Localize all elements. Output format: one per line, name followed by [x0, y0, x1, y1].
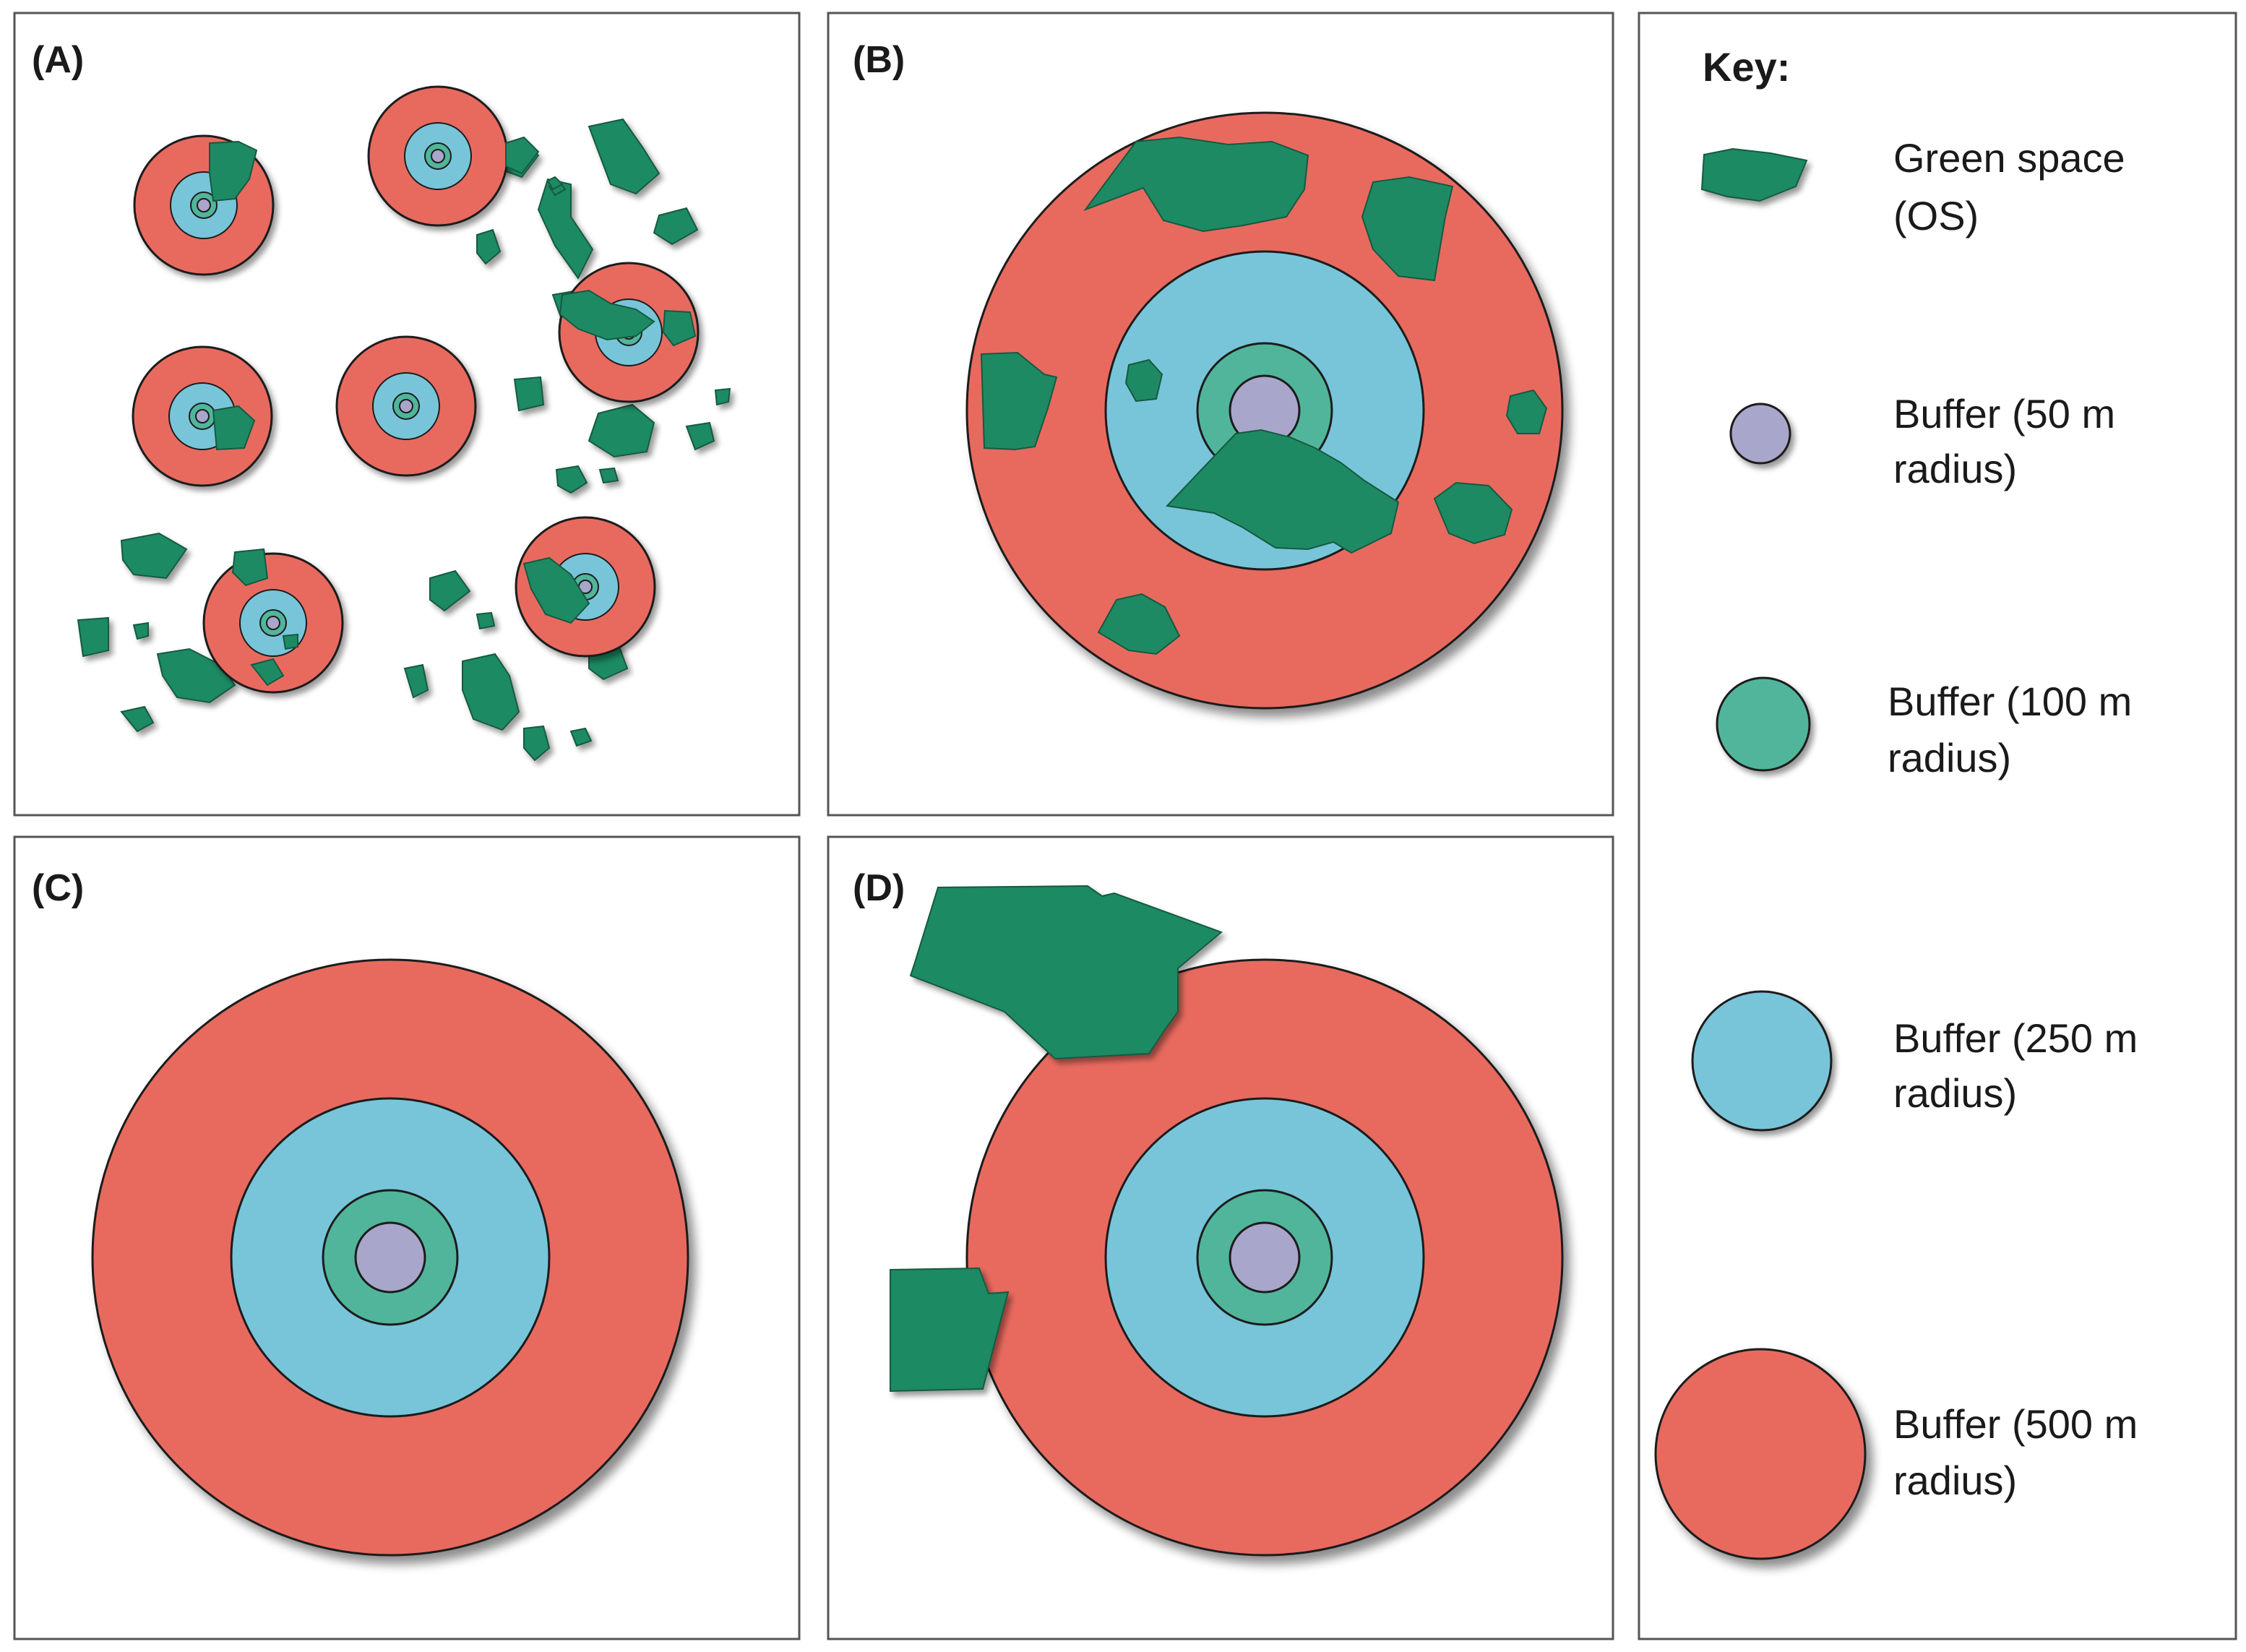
buffer-50-ring — [1229, 1221, 1301, 1294]
buffer-50-swatch-icon — [1729, 403, 1791, 465]
key-label-buffer-500: Buffer (500 m — [1893, 1401, 2138, 1447]
key-title: Key: — [1703, 44, 1790, 90]
panel-b-green-spaces — [980, 136, 1548, 655]
key-label-buffer-250: Buffer (250 m — [1893, 1015, 2138, 1061]
green-space-patch — [1433, 481, 1513, 545]
panel-d-label: (D) — [853, 867, 905, 909]
site-buffer-group — [367, 85, 509, 227]
green-space-patch — [1124, 358, 1163, 403]
key-label-green-space: Green space — [1893, 135, 2125, 181]
green-space-patch — [569, 727, 593, 747]
green-space-patch — [980, 351, 1058, 451]
green-space-patch — [662, 309, 697, 347]
green-space-patch — [588, 118, 661, 195]
buffer-50-ring — [266, 616, 280, 630]
key-item-buffer-100: Buffer (100 m radius) — [1716, 676, 2132, 780]
green-space-patch — [231, 548, 269, 587]
green-space-patch — [120, 532, 188, 580]
green-space-patch — [403, 663, 429, 699]
site-buffer-group — [202, 552, 344, 694]
green-space-swatch-icon — [1700, 147, 1808, 202]
green-space-patch — [588, 403, 655, 458]
key-panel: Key: Green space (OS) Buffer (50 m radiu… — [1638, 12, 2237, 1640]
buffer-100-swatch-icon — [1716, 676, 1811, 772]
key-label-buffer-250-2: radius) — [1893, 1070, 2017, 1116]
green-space-patch — [77, 616, 109, 658]
green-space-patch — [1165, 429, 1400, 554]
panel-a: (A) — [13, 12, 801, 817]
panel-a-green-spaces-overlap — [209, 136, 697, 687]
green-space-patch — [685, 421, 715, 451]
panel-a-buffer-groups — [132, 85, 700, 694]
green-space-patch — [429, 569, 471, 612]
panel-b: (B) — [827, 12, 1614, 817]
key-item-buffer-50: Buffer (50 m radius) — [1729, 391, 2115, 491]
key-item-green-space: Green space (OS) — [1700, 135, 2125, 238]
panel-a-label: (A) — [32, 39, 84, 81]
green-space-patch — [1083, 136, 1309, 233]
buffer-50-ring — [399, 399, 413, 413]
buffer-50-ring — [195, 409, 210, 423]
key-label-buffer-500-2: radius) — [1893, 1458, 2017, 1503]
green-space-patch — [598, 467, 619, 484]
key-label-buffer-50-2: radius) — [1893, 446, 2017, 491]
green-space-patch — [546, 176, 564, 191]
green-space-patch — [513, 376, 545, 412]
key-label-buffer-100: Buffer (100 m — [1888, 679, 2132, 724]
panel-d-green-spaces — [890, 885, 1223, 1393]
green-space-patch — [909, 885, 1223, 1060]
panel-d: (D) — [827, 835, 1614, 1640]
panel-d-buffers — [965, 958, 1564, 1557]
key-label-buffer-50: Buffer (50 m — [1893, 391, 2115, 436]
key-label-green-space-2: (OS) — [1893, 193, 1979, 238]
buffer-50-ring — [354, 1221, 426, 1294]
green-space-patch — [1097, 593, 1181, 655]
green-space-patch — [559, 289, 655, 341]
buffer-50-ring — [197, 198, 211, 212]
key-label-buffer-100-2: radius) — [1888, 735, 2011, 780]
green-space-patch — [653, 207, 699, 246]
green-space-patch — [890, 1267, 1010, 1393]
green-space-patch — [537, 178, 594, 280]
green-space-patch — [714, 387, 731, 406]
buffer-50-ring — [431, 149, 445, 163]
green-space-patch — [555, 465, 588, 494]
green-space-patch — [476, 611, 496, 630]
panel-c-buffers — [91, 958, 689, 1557]
key-item-buffer-250: Buffer (250 m radius) — [1691, 990, 2138, 1132]
green-space-patch — [212, 405, 256, 451]
green-space-patch — [462, 653, 520, 731]
green-space-patch — [523, 725, 551, 762]
panel-c: (C) — [13, 835, 801, 1640]
green-space-patch — [1361, 176, 1454, 282]
green-space-patch — [120, 705, 155, 733]
site-buffer-group — [132, 345, 273, 487]
green-space-patch — [476, 228, 502, 265]
key-item-buffer-500: Buffer (500 m radius) — [1654, 1348, 2138, 1560]
panel-c-label: (C) — [32, 867, 84, 909]
green-space-patch — [132, 621, 149, 640]
green-space-patch — [156, 648, 236, 704]
buffer-500-swatch-icon — [1654, 1348, 1867, 1560]
buffer-250-swatch-icon — [1691, 990, 1833, 1132]
green-space-patch — [250, 658, 285, 687]
green-space-patch — [282, 633, 298, 650]
panel-b-label: (B) — [853, 39, 905, 81]
site-buffer-group — [335, 335, 477, 477]
green-space-patch — [209, 140, 258, 202]
green-space-patch — [522, 556, 590, 624]
green-space-patch — [505, 136, 540, 175]
green-space-patch — [1505, 389, 1548, 434]
